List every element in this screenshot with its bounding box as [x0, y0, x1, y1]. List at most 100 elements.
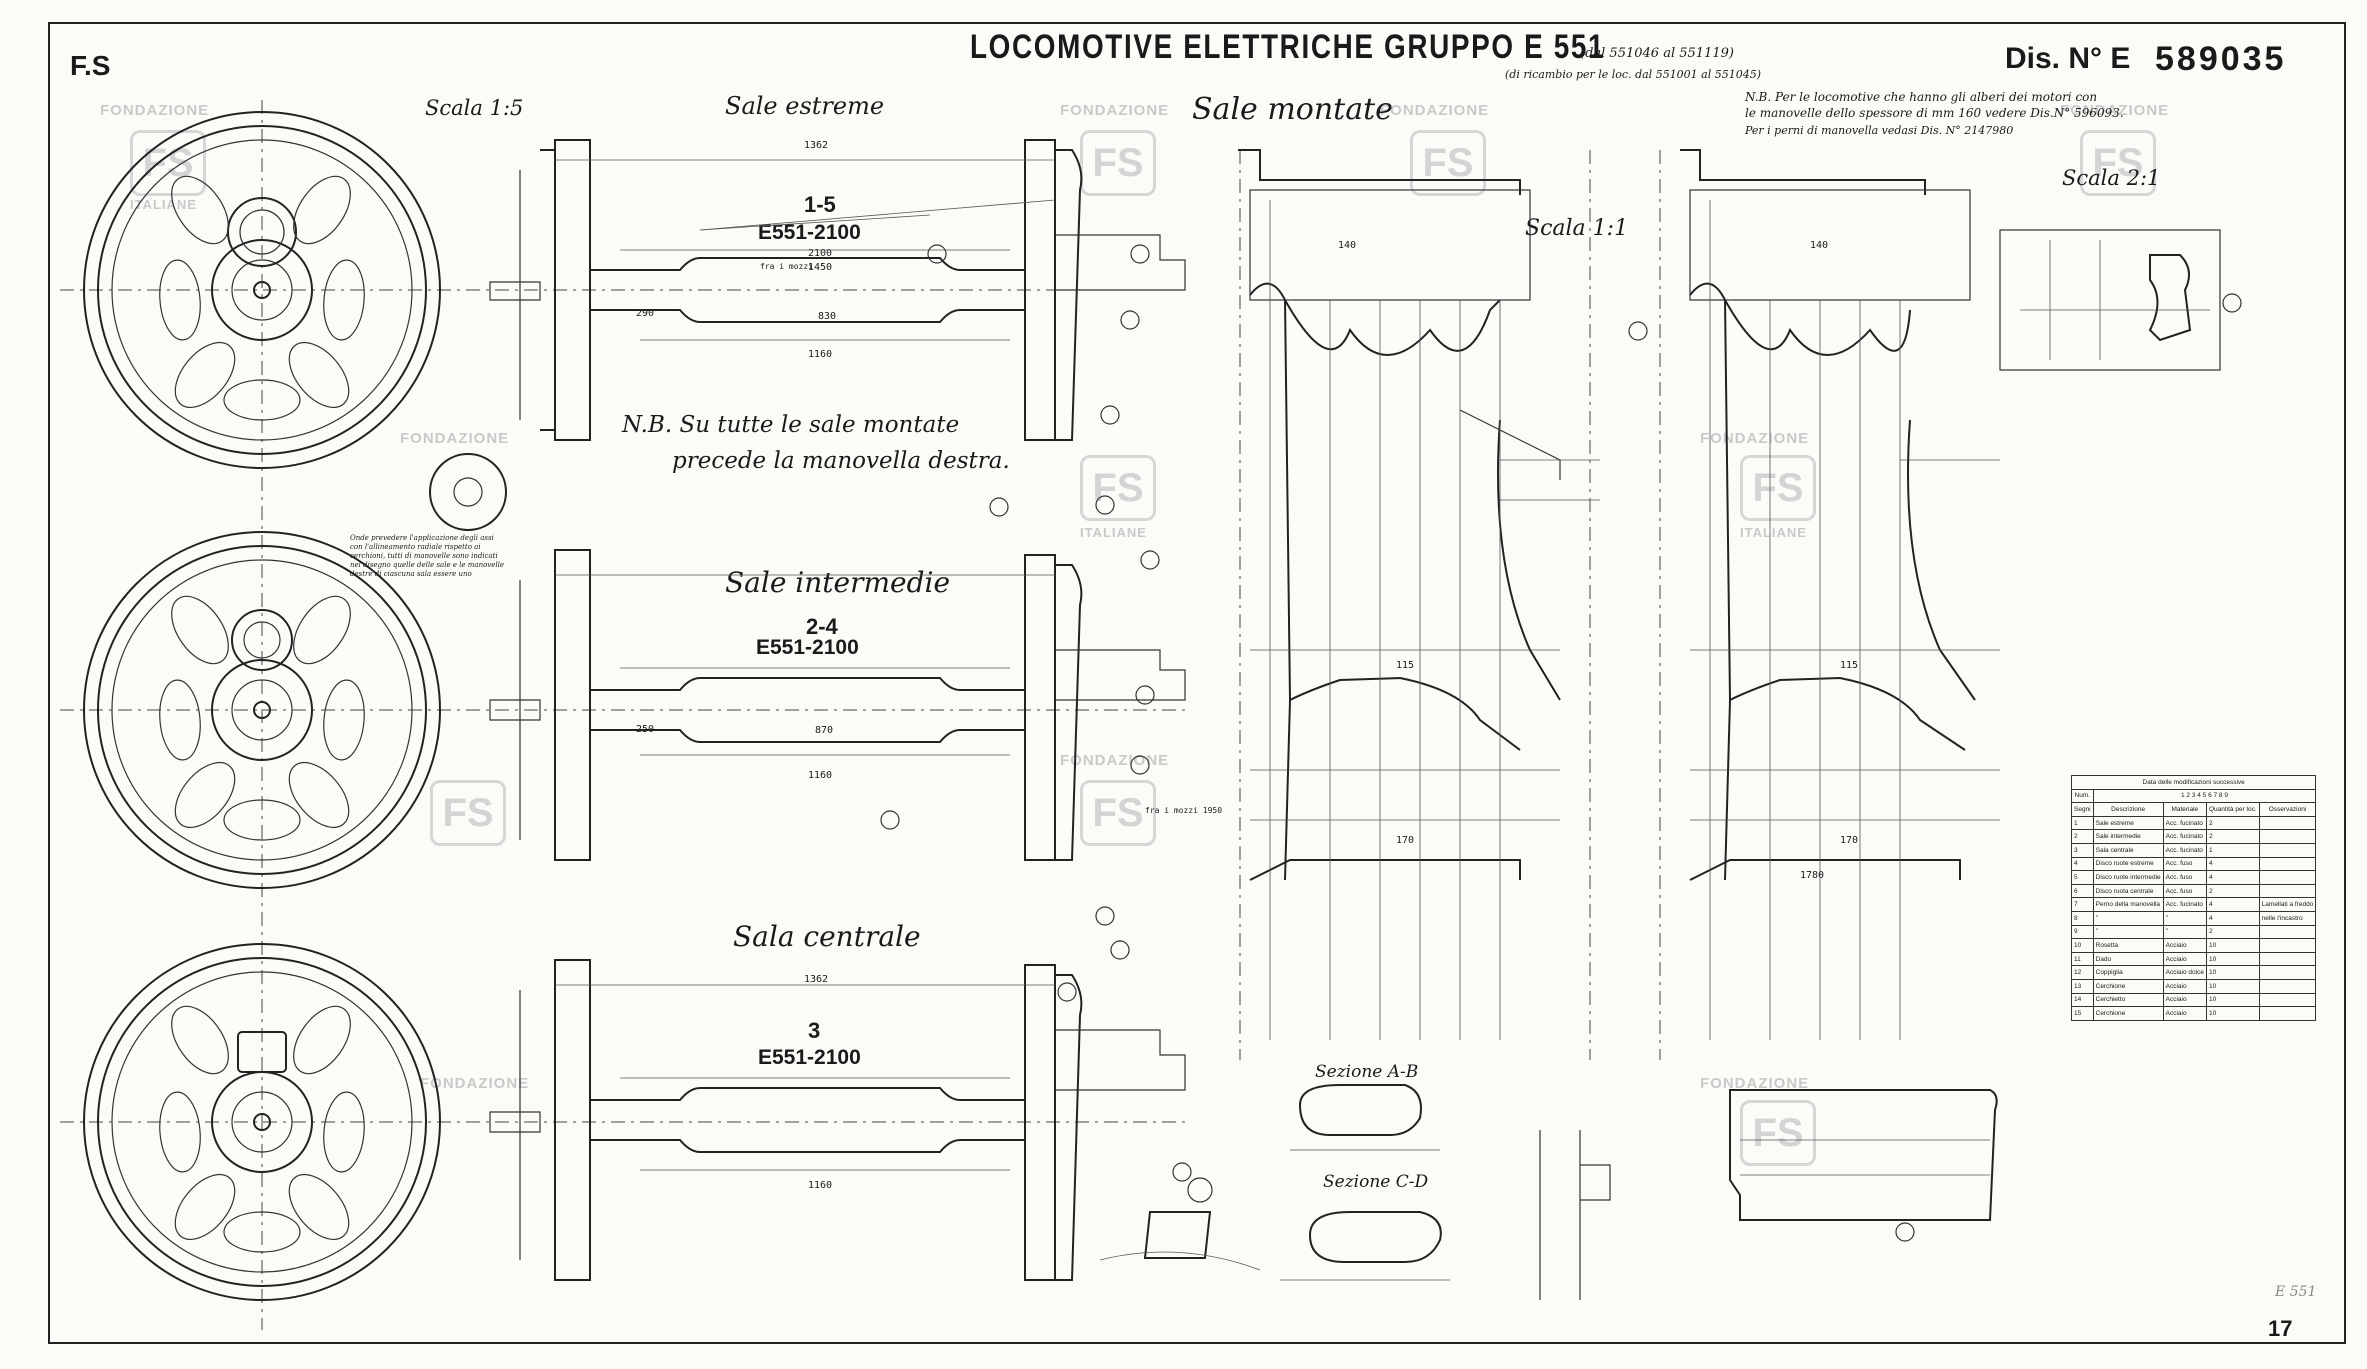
parts-cell-obs: [2258, 965, 2317, 980]
note-line-3: Per i perni di manovella vedasi Dis. N° …: [1745, 124, 2014, 137]
stamp-e551: E 551: [2275, 1284, 2317, 1300]
parts-cell-qty: 4: [2205, 870, 2260, 885]
profile-left: [1238, 149, 1600, 1040]
dim-140-b: 140: [1810, 240, 1829, 251]
parts-cell-desc: Cerchione: [2092, 1006, 2164, 1021]
dim-1450: 1450: [808, 262, 833, 273]
tyre-profile-detail: [1729, 1089, 1998, 1221]
parts-cell-desc: ": [2092, 910, 2164, 926]
parts-cell-desc: Coppiglia: [2092, 965, 2164, 980]
dim-1160: 1160: [808, 349, 833, 360]
dim-1362-b: 1362: [804, 974, 829, 985]
drawing-title: LOCOMOTIVE ELETTRICHE GRUPPO E 551: [970, 28, 1606, 66]
fs-logo-watermark: FS: [1740, 455, 1816, 521]
section-title-sezione-cd: Sezione C-D: [1323, 1172, 1429, 1192]
watermark-text: FONDAZIONE: [400, 430, 510, 447]
estreme-code: E551-2100: [758, 221, 861, 244]
section-title-sala-centrale: Sala centrale: [733, 920, 921, 953]
parts-cell-qty: 2: [2205, 924, 2260, 940]
dim-870: 870: [815, 725, 834, 736]
dim-140: 140: [1338, 240, 1357, 251]
dim-fra-mozzi-1950: fra i mozzi 1950: [1145, 806, 1223, 815]
profile-right: [1680, 149, 2000, 1040]
parts-cell-mat: ": [2162, 924, 2207, 940]
parts-cell-obs: Lamellati a freddo: [2258, 897, 2317, 912]
parts-cell-n: 6: [2071, 883, 2094, 899]
title-range-note: (di ricambio per le loc. dal 551001 al 5…: [1505, 68, 1762, 81]
parts-cell-mat: ": [2162, 910, 2207, 926]
parts-cell-desc: Disco ruote estreme: [2092, 856, 2164, 872]
parts-cell-n: 10: [2071, 938, 2094, 953]
fs-logo-watermark: FS: [1740, 1100, 1816, 1166]
parts-cell-mat: Acciaio: [2162, 992, 2207, 1008]
dim-170: 170: [1396, 835, 1415, 846]
clip-detail: [1143, 1211, 1212, 1259]
section-cd-shape: [1308, 1211, 1442, 1263]
parts-cell-desc: Sale estreme: [2092, 815, 2164, 831]
parts-cell-qty: 1: [2205, 842, 2260, 858]
note-line-1: N.B. Per le locomotive che hanno gli alb…: [1745, 90, 2098, 104]
mod-index-cell: 1 2 3 4 5 6 7 8 9: [2092, 788, 2317, 804]
parts-cell-obs: [2258, 924, 2317, 940]
fs-logo-watermark: FS: [130, 130, 206, 196]
parts-cell-desc: Perno della manovella: [2092, 897, 2164, 912]
nb-note-line-1: N.B. Su tutte le sale montate: [622, 412, 960, 438]
page-number: 17: [2268, 1316, 2293, 1341]
parts-cell-obs: [2258, 992, 2317, 1008]
parts-cell-n: 7: [2071, 897, 2094, 912]
part-callouts: [880, 244, 2242, 1242]
parts-table-title: Data delle modificazioni successive: [2070, 775, 2317, 790]
parts-cell-qty: 10: [2205, 965, 2260, 980]
parts-cell-mat: Acciaio: [2162, 938, 2207, 953]
parts-cell-qty: 2: [2205, 829, 2260, 844]
parts-cell-obs: [2258, 978, 2317, 994]
watermark-text: FONDAZIONE: [2060, 102, 2170, 119]
section-ab-shape: [1298, 1084, 1422, 1136]
parts-cell-mat: Acciaio dolce: [2162, 965, 2207, 980]
dim-2100: 2100: [808, 248, 833, 259]
parts-cell-mat: Acc. fuso: [2162, 856, 2207, 872]
axle-section-intermedie: [489, 549, 1186, 861]
watermark-text: FONDAZIONE: [1380, 102, 1490, 119]
intermedie-number: 2-4: [806, 614, 838, 639]
parts-cell-desc: Rosetta: [2092, 938, 2164, 953]
parts-cell-mat: Acc. fuso: [2162, 883, 2207, 899]
parts-cell-n: 2: [2071, 829, 2094, 844]
estreme-number: 1-5: [804, 192, 836, 217]
watermark-text: FONDAZIONE: [1700, 1075, 1810, 1092]
dim-115: 115: [1396, 660, 1415, 671]
parts-cell-qty: 4: [2205, 856, 2260, 872]
parts-cell-n: 14: [2071, 992, 2094, 1008]
parts-cell-n: 1: [2071, 815, 2094, 831]
parts-column-header: Quantità per loc.: [2205, 802, 2260, 817]
parts-cell-obs: [2258, 815, 2317, 831]
parts-cell-obs: [2258, 829, 2317, 844]
centrale-number: 3: [808, 1018, 821, 1043]
parts-cell-n: 12: [2071, 965, 2094, 980]
axle-section-estreme: [489, 139, 1186, 441]
parts-cell-obs: [2258, 938, 2317, 953]
parts-column-header: Descrizione: [2092, 802, 2164, 817]
fs-logo-watermark: FS: [2080, 130, 2156, 196]
watermark-text: FONDAZIONE: [100, 102, 210, 119]
dim-830: 830: [818, 311, 837, 322]
parts-cell-n: 4: [2071, 856, 2094, 872]
parts-cell-qty: 10: [2205, 938, 2260, 953]
parts-cell-obs: [2258, 1006, 2317, 1021]
scale-label-right: Scala 2:1: [2062, 166, 2161, 190]
fs-logo-watermark: FS: [1080, 455, 1156, 521]
wheel-view-estreme: [83, 111, 441, 469]
fs-logo-watermark: FS: [430, 780, 506, 846]
parts-cell-desc: Sala centrale: [2092, 842, 2164, 858]
parts-cell-obs: nelle l'incastro: [2258, 910, 2317, 926]
parts-cell-obs: [2258, 856, 2317, 872]
dim-1362: 1362: [804, 140, 829, 151]
detail-circle: [429, 453, 507, 531]
